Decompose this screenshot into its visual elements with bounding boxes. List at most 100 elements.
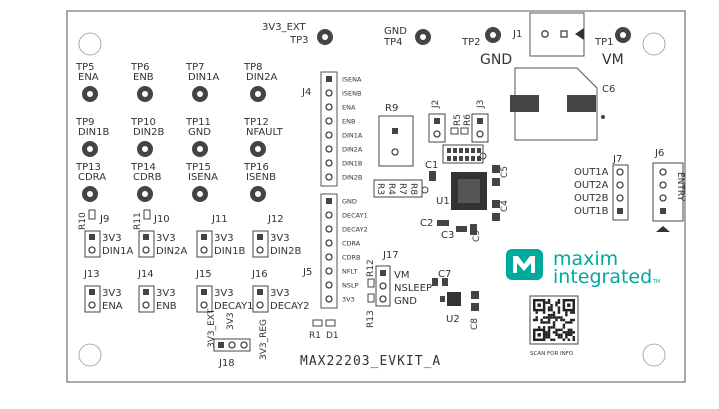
jumper-header[interactable] — [138, 285, 155, 313]
jumper-voltage: 3V3 — [270, 233, 290, 244]
jumper-header[interactable] — [252, 230, 269, 258]
j2-pin — [434, 118, 440, 124]
qr-module — [552, 326, 556, 329]
r7-label: R7 — [397, 183, 407, 195]
tp-signal-label: ENA — [78, 72, 99, 83]
c7-footprint — [432, 278, 438, 286]
j17-gnd: GND — [394, 296, 417, 307]
qr-module — [570, 311, 573, 314]
qr-module — [547, 333, 551, 337]
jumper-header[interactable] — [252, 285, 269, 313]
testpoint-hole — [255, 91, 261, 97]
j1-pin — [541, 30, 549, 38]
c8-footprint — [471, 291, 479, 299]
jumper-header[interactable] — [196, 230, 213, 258]
r12-footprint — [367, 278, 375, 288]
j3-header[interactable] — [471, 113, 489, 143]
jumper-signal: DECAY2 — [270, 301, 310, 312]
qr-module — [572, 318, 575, 322]
qr-module — [552, 331, 556, 334]
j4-pin — [325, 145, 333, 153]
j5-pin — [326, 198, 332, 204]
board-name: MAX22203_EVKIT_A — [300, 354, 441, 369]
jumper-group: J93V3DIN1AJ103V3DIN2AJ113V3DIN1BJ123V3DI… — [83, 214, 310, 313]
jumper-voltage: 3V3 — [214, 233, 234, 244]
qr-module — [567, 321, 571, 324]
tp-signal-label: DIN2B — [133, 127, 164, 138]
j4-header[interactable] — [320, 71, 338, 187]
qr-modules — [533, 299, 575, 341]
tp-ref-label: TP16 — [243, 162, 269, 173]
j4-label: J4 — [301, 87, 311, 98]
j17-vm: VM — [394, 270, 409, 281]
tp2-label: TP2 — [461, 37, 481, 48]
qr-module — [562, 318, 566, 322]
j7-pin — [616, 181, 624, 189]
tp-signal-label: NFAULT — [246, 127, 284, 138]
j5-pin — [325, 225, 333, 233]
c7-footprint — [442, 278, 448, 286]
j5-pin-label: DECAY2 — [342, 226, 368, 234]
j5-pin — [325, 253, 333, 261]
j5-pin-label: CDRA — [342, 240, 361, 248]
j3-pin — [477, 118, 483, 124]
qr-module — [555, 333, 558, 337]
qr-module — [572, 338, 575, 341]
tp-signal-label: CDRB — [133, 172, 162, 183]
u1-label: U1 — [436, 196, 450, 207]
v3-ext-label: 3V3_EXT — [262, 22, 307, 33]
j5-pin-label: 3V3 — [342, 296, 355, 304]
c3-label: C3 — [441, 230, 454, 241]
j18-label-c: 3V3_REG — [259, 319, 269, 360]
j7-pin — [617, 208, 623, 214]
c6-pad — [510, 95, 539, 112]
output-label: OUT2A — [574, 180, 609, 191]
jumper-pin — [88, 246, 96, 254]
testpoint-grid: TP5ENATP6ENBTP7DIN1ATP8DIN2ATP9DIN1BTP10… — [75, 62, 284, 202]
jumper-pin — [257, 289, 263, 295]
j4-pin — [325, 117, 333, 125]
mounting-hole — [78, 343, 102, 367]
jumper-pin — [256, 246, 264, 254]
qr-module — [535, 316, 538, 319]
tp1-label: TP1 — [594, 37, 614, 48]
j7-header[interactable] — [612, 164, 629, 221]
qr-module — [537, 326, 541, 329]
j17-header[interactable] — [375, 265, 391, 307]
jumper-header[interactable] — [196, 285, 213, 313]
qr-module — [533, 318, 536, 322]
qr-module — [555, 316, 558, 319]
j4-pin-label: DIN2A — [342, 146, 363, 154]
qr-module — [565, 331, 568, 334]
j2-header[interactable] — [428, 113, 446, 143]
j5-pin — [325, 295, 333, 303]
qr-module — [545, 301, 548, 304]
jumper-header[interactable] — [138, 230, 155, 258]
fpc-pin — [453, 148, 457, 153]
c2-footprint — [437, 220, 449, 226]
fpc-pin — [477, 148, 481, 153]
testpoint-hole — [197, 91, 203, 97]
output-label: OUT1A — [574, 167, 609, 178]
tp-signal-label: CDRA — [78, 172, 106, 183]
c3-footprint — [456, 226, 467, 232]
qr-module — [547, 321, 551, 324]
qr-module — [562, 323, 566, 327]
qr-module — [547, 328, 551, 332]
j18-header[interactable] — [213, 338, 251, 352]
fpc-pin — [477, 156, 481, 161]
jumper-pin — [200, 246, 208, 254]
j6-connector[interactable] — [652, 162, 684, 222]
jumper-voltage: 3V3 — [214, 288, 234, 299]
logo-tm: TM — [652, 279, 660, 285]
jumper-header[interactable] — [84, 285, 101, 313]
r10-label: R10 — [78, 212, 88, 230]
r1-label: R1 — [309, 331, 321, 341]
qr-module — [547, 299, 551, 302]
qr-module — [565, 333, 568, 337]
qr-module — [550, 303, 553, 307]
jumper-voltage: 3V3 — [156, 233, 176, 244]
jumper-header[interactable] — [84, 230, 101, 258]
jumper-pin — [201, 289, 207, 295]
j5-header[interactable] — [320, 193, 338, 309]
